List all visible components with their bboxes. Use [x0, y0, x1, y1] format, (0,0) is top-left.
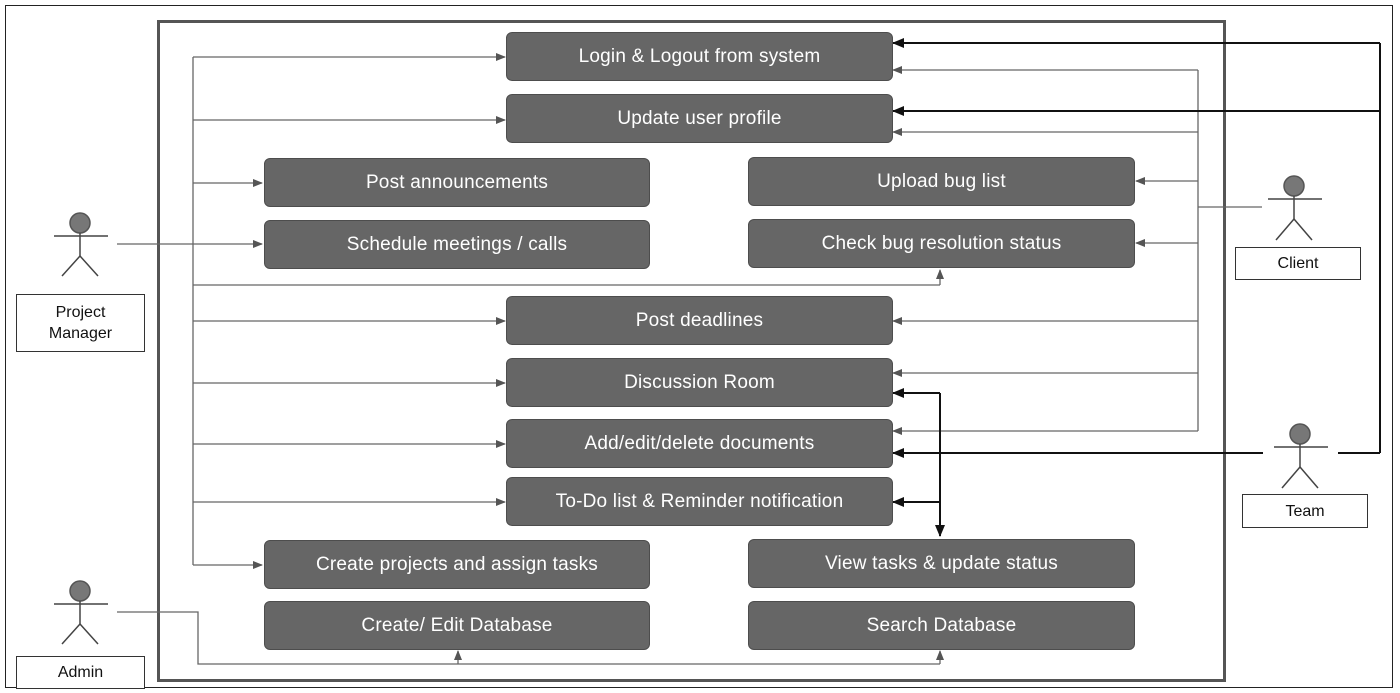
- usecase-schedule-meetings: Schedule meetings / calls: [264, 220, 650, 269]
- usecase-view-tasks: View tasks & update status: [748, 539, 1135, 588]
- actor-project-manager-label: Project Manager: [16, 294, 145, 352]
- actor-team-text: Team: [1285, 502, 1325, 520]
- actor-project-manager-line2: Manager: [48, 325, 113, 342]
- usecase-todo-reminder: To-Do list & Reminder notification: [506, 477, 893, 526]
- usecase-update-profile: Update user profile: [506, 94, 893, 143]
- usecase-manage-documents: Add/edit/delete documents: [506, 419, 893, 468]
- usecase-edit-database: Create/ Edit Database: [264, 601, 650, 650]
- usecase-search-database: Search Database: [748, 601, 1135, 650]
- outer-frame: [5, 5, 1393, 688]
- usecase-upload-bug-list: Upload bug list: [748, 157, 1135, 206]
- actor-admin-text: Admin: [57, 664, 104, 681]
- actor-team-label: Team: [1242, 494, 1368, 528]
- usecase-post-deadlines: Post deadlines: [506, 296, 893, 345]
- usecase-login-logout: Login & Logout from system: [506, 32, 893, 81]
- actor-client-text: Client: [1277, 255, 1319, 272]
- usecase-post-announcements: Post announcements: [264, 158, 650, 207]
- usecase-create-projects: Create projects and assign tasks: [264, 540, 650, 589]
- usecase-discussion-room: Discussion Room: [506, 358, 893, 407]
- actor-project-manager-line1: Project: [55, 304, 106, 321]
- actor-admin-label: Admin: [16, 656, 145, 689]
- client-figure: [1268, 175, 1322, 241]
- client-connectors: [892, 66, 1262, 435]
- system-boundary: [157, 20, 1226, 682]
- actor-client-label: Client: [1235, 247, 1361, 280]
- admin-connectors: [117, 611, 944, 665]
- usecase-check-bug-status: Check bug resolution status: [748, 219, 1135, 268]
- team-figure: [1274, 423, 1328, 489]
- team-connectors: [892, 38, 1381, 537]
- project-manager-figure: [54, 212, 108, 277]
- admin-figure: [54, 580, 108, 645]
- pm-connectors: [117, 53, 944, 569]
